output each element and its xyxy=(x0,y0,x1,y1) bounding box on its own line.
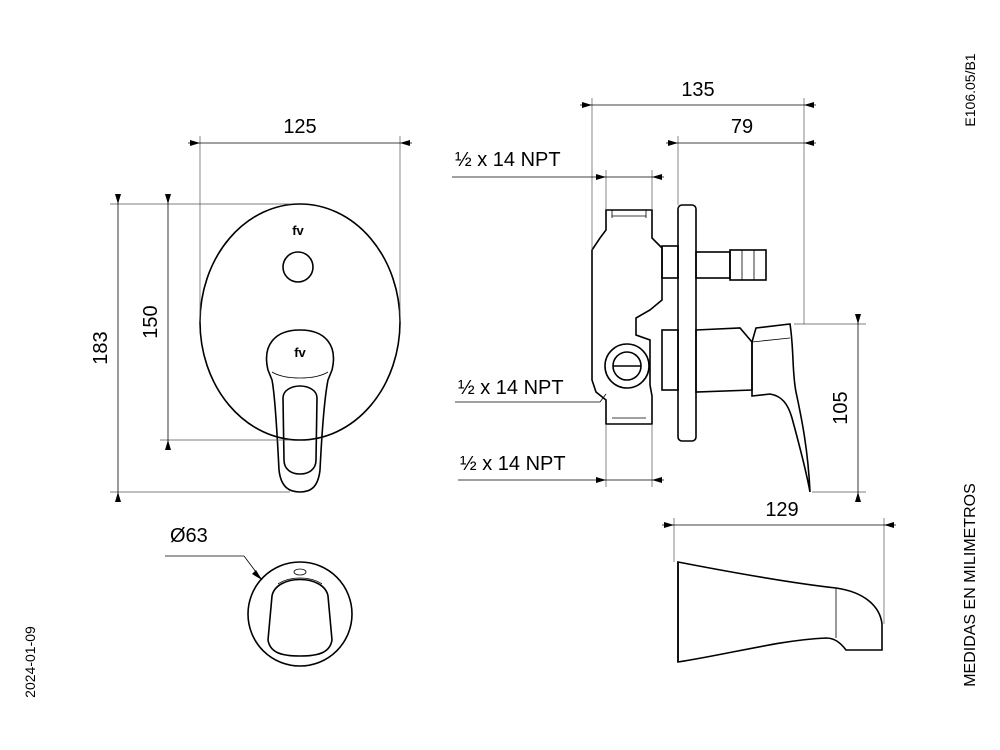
port-ring-outer xyxy=(604,343,650,389)
spout-outlet-front xyxy=(267,578,333,657)
lever-base xyxy=(695,327,753,393)
dim-connection-middle: ½ x 14 NPT xyxy=(455,377,607,403)
dim-connection-top: ½ x 14 NPT xyxy=(452,149,664,210)
plate-logo: fv xyxy=(292,223,304,238)
spout-outlet-top xyxy=(277,577,323,585)
lever-logo-text: fv xyxy=(294,345,306,360)
units-note: MEDIDAS EN MILIMETROS xyxy=(962,483,979,687)
dim-front-depth-label: 79 xyxy=(731,116,753,138)
escutcheon-plate xyxy=(199,203,401,441)
drawing-date: 2024-01-09 xyxy=(22,626,38,698)
spout-aerator-mark xyxy=(293,568,307,576)
side-view: 135 79 ½ x 14 NPT ½ x 14 NPT xyxy=(452,79,866,502)
dim-spout-length: 129 xyxy=(662,499,896,624)
diverter-stem xyxy=(661,245,679,279)
dim-lever-height: 105 xyxy=(794,314,866,502)
dim-plate-height-label: 150 xyxy=(140,305,162,338)
dim-spout-diameter: Ø63 xyxy=(165,525,263,581)
diverter-spindle xyxy=(695,251,731,279)
drawing-code: E106.05/B1 xyxy=(962,53,978,126)
dim-connection-middle-label: ½ x 14 NPT xyxy=(458,377,564,399)
dim-lever-height-label: 105 xyxy=(830,391,852,424)
dim-front-depth: 79 xyxy=(666,116,816,205)
valve-body xyxy=(591,209,663,425)
cartridge-housing xyxy=(661,329,679,391)
lever-handle xyxy=(265,329,335,493)
diverter-cap xyxy=(729,249,767,281)
plate-logo-text: fv xyxy=(292,223,304,238)
front-view: fv fv 125 183 xyxy=(90,116,412,502)
spout-side-view: 129 xyxy=(662,499,896,663)
dim-overall-depth: 135 xyxy=(580,79,816,324)
lever-contour xyxy=(271,371,329,379)
dim-overall-height-label: 183 xyxy=(90,331,112,364)
spout-flange xyxy=(247,561,353,667)
dim-plate-width-label: 125 xyxy=(283,116,316,138)
spout-front-view: Ø63 xyxy=(165,525,353,667)
dim-connection-bottom: ½ x 14 NPT xyxy=(458,424,664,487)
diverter-knob xyxy=(282,251,314,283)
dim-overall-height: 183 xyxy=(90,194,290,502)
dim-spout-diameter-label: Ø63 xyxy=(170,525,208,547)
lever-grip-outline xyxy=(282,385,318,475)
dim-connection-bottom-label: ½ x 14 NPT xyxy=(460,453,566,475)
dim-overall-depth-label: 135 xyxy=(681,79,714,101)
dim-plate-height: 150 xyxy=(140,194,290,450)
wall-plate-profile xyxy=(677,204,697,442)
dim-plate-width: 125 xyxy=(188,116,412,322)
lever-side-profile xyxy=(751,323,811,493)
dim-connection-top-label: ½ x 14 NPT xyxy=(455,149,561,171)
dim-spout-length-label: 129 xyxy=(765,499,798,521)
spout-body xyxy=(677,561,883,663)
